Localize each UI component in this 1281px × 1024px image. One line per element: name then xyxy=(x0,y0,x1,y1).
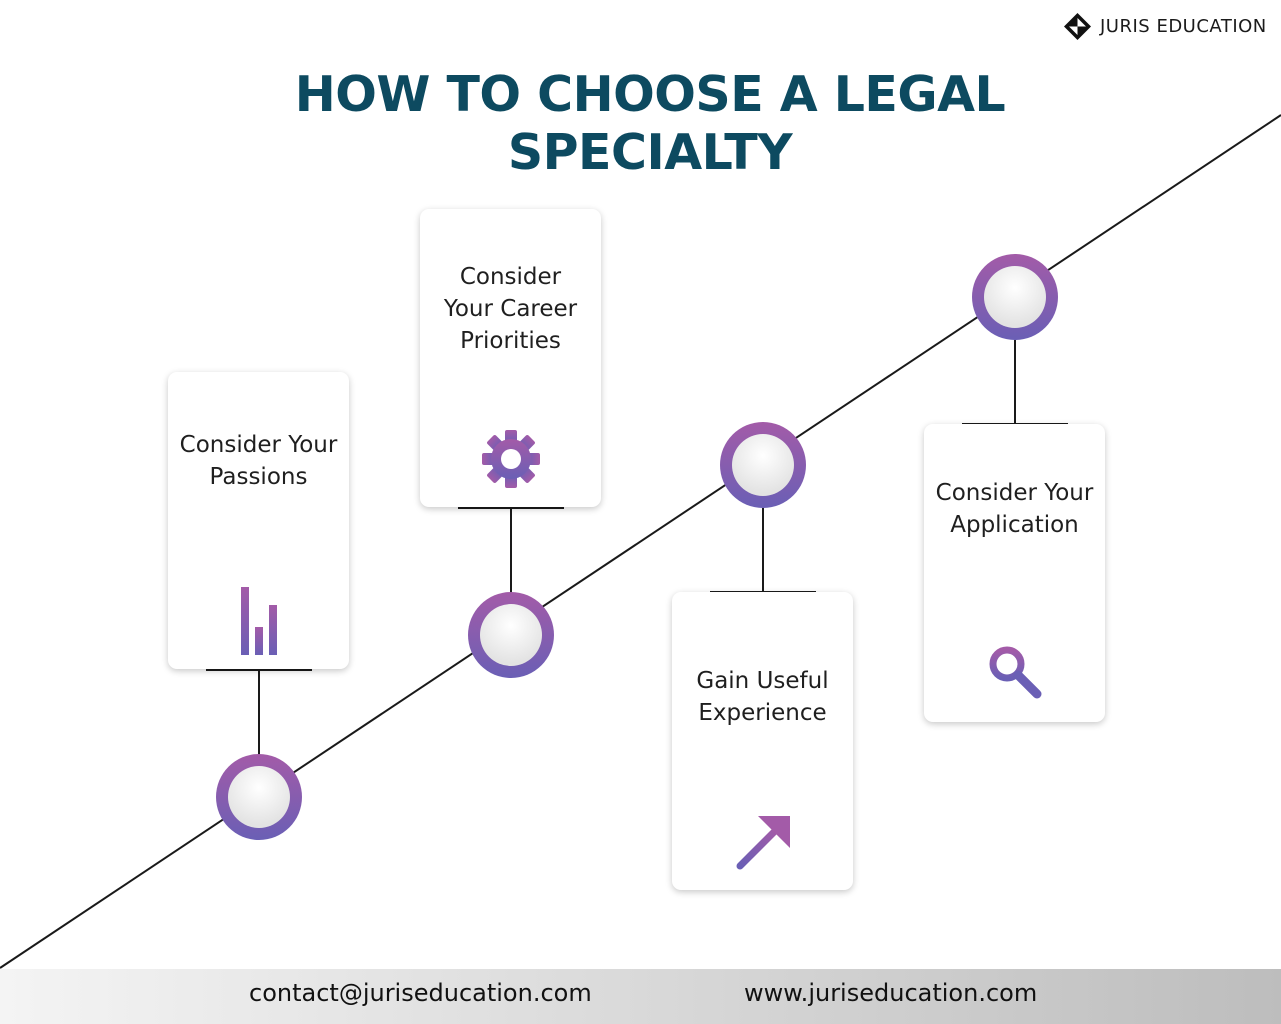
step-node-4 xyxy=(972,254,1058,340)
step-label-line-3: Priorities xyxy=(460,328,561,354)
step-card-label: Consider Your Application xyxy=(924,477,1105,541)
step-card-label: Consider Your Career Priorities xyxy=(420,261,601,357)
bar-chart-icon xyxy=(240,587,277,655)
juris-logo-icon xyxy=(1064,13,1091,40)
title-line-2: SPECIALTY xyxy=(507,124,793,181)
footer-email[interactable]: contact@juriseducation.com xyxy=(249,979,592,1007)
step-label-line-2: Passions xyxy=(209,464,308,490)
brand: JURIS EDUCATION xyxy=(1064,13,1267,40)
step-card-application: Consider Your Application xyxy=(924,424,1105,722)
step-card-label: Gain Useful Experience xyxy=(672,665,853,729)
step-node-1 xyxy=(216,754,302,840)
step-card-career-priorities: Consider Your Career Priorities xyxy=(420,209,601,507)
step-label-line-2: Experience xyxy=(698,700,827,726)
step-label-line-1: Consider Your xyxy=(935,480,1094,506)
footer: contact@juriseducation.com www.juriseduc… xyxy=(0,969,1281,1024)
arrow-up-right-icon xyxy=(736,816,790,870)
step-label-line-1: Gain Useful xyxy=(696,668,829,694)
step-card-passions: Consider Your Passions xyxy=(168,372,349,669)
brand-name: JURIS EDUCATION xyxy=(1100,16,1267,37)
step-card-label: Consider Your Passions xyxy=(168,429,349,493)
step-label-line-2: Your Career xyxy=(443,296,578,322)
gear-icon xyxy=(481,430,540,488)
step-label-line-1: Consider xyxy=(459,264,562,290)
step-label-line-2: Application xyxy=(950,512,1079,538)
page-title: HOW TO CHOOSE A LEGAL SPECIALTY xyxy=(250,66,1050,182)
timeline-line xyxy=(0,114,1281,969)
step-card-experience: Gain Useful Experience xyxy=(672,592,853,890)
step-node-3 xyxy=(720,422,806,508)
magnifier-icon xyxy=(989,646,1041,699)
step-label-line-1: Consider Your xyxy=(179,432,338,458)
title-line-1: HOW TO CHOOSE A LEGAL xyxy=(294,66,1006,123)
step-node-2 xyxy=(468,592,554,678)
footer-website[interactable]: www.juriseducation.com xyxy=(744,979,1038,1007)
